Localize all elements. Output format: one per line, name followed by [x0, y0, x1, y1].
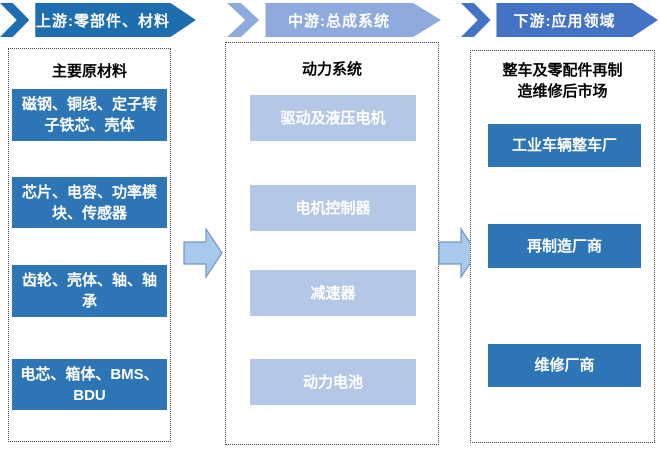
column-downstream-title: 整车及零配件再制造维修后市场: [502, 62, 623, 100]
midstream-item-power-battery: 动力电池: [250, 359, 416, 405]
banner-body-shape: [265, 3, 441, 37]
column-downstream: 整车及零配件再制造维修后市场 工业车辆整车厂 再制造厂商 维修厂商: [470, 50, 655, 443]
upstream-item-battery-parts: 电芯、箱体、BMS、BDU: [12, 359, 167, 410]
upstream-item-electronics: 芯片、电容、功率模块、传感器: [12, 177, 167, 228]
banner-arrow-shape: [0, 3, 196, 37]
banner-midstream-label: 中游:总成系统: [288, 12, 390, 30]
chevron-icon: [227, 3, 260, 37]
midstream-item-reducer: 减速器: [250, 270, 416, 316]
right-arrow-icon: [183, 227, 223, 279]
column-midstream-title: 动力系统: [301, 61, 362, 78]
banner-body-shape: [496, 3, 658, 37]
flow-arrow-icon: [438, 227, 478, 279]
banner-downstream-label: 下游:应用领域: [513, 12, 616, 30]
midstream-item-drive-motor: 驱动及液压电机: [250, 95, 416, 141]
banner-body-shape: [35, 3, 196, 37]
column-upstream: 主要原材料 磁钢、铜线、定子转子铁芯、壳体 芯片、电容、功率模块、传感器 齿轮、…: [8, 48, 171, 442]
downstream-item-remanufacturer: 再制造厂商: [488, 224, 641, 268]
upstream-item-gear-parts: 齿轮、壳体、轴、轴承: [12, 265, 167, 317]
downstream-item-repair-vendor: 维修厂商: [488, 344, 641, 387]
chevron-icon: [461, 3, 491, 37]
column-midstream: 动力系统 驱动及液压电机 电机控制器 减速器 动力电池: [225, 42, 439, 445]
banner-upstream-label: 上游:零部件、材料: [36, 12, 170, 30]
upstream-item-motor-materials: 磁钢、铜线、定子转子铁芯、壳体: [12, 89, 167, 141]
chevron-icon: [0, 3, 30, 37]
banner-midstream: 中游:总成系统: [227, 3, 441, 37]
banner-upstream: 上游:零部件、材料: [0, 3, 196, 37]
right-arrow-icon: [438, 227, 478, 279]
banner-arrow-shape: [227, 3, 441, 37]
column-upstream-title: 主要原材料: [51, 63, 127, 80]
flow-arrow-icon: [183, 227, 223, 279]
midstream-item-motor-controller: 电机控制器: [250, 185, 416, 231]
banner-downstream: 下游:应用领域: [461, 3, 658, 37]
banner-arrow-shape: [461, 3, 658, 37]
downstream-item-vehicle-oem: 工业车辆整车厂: [488, 124, 641, 167]
